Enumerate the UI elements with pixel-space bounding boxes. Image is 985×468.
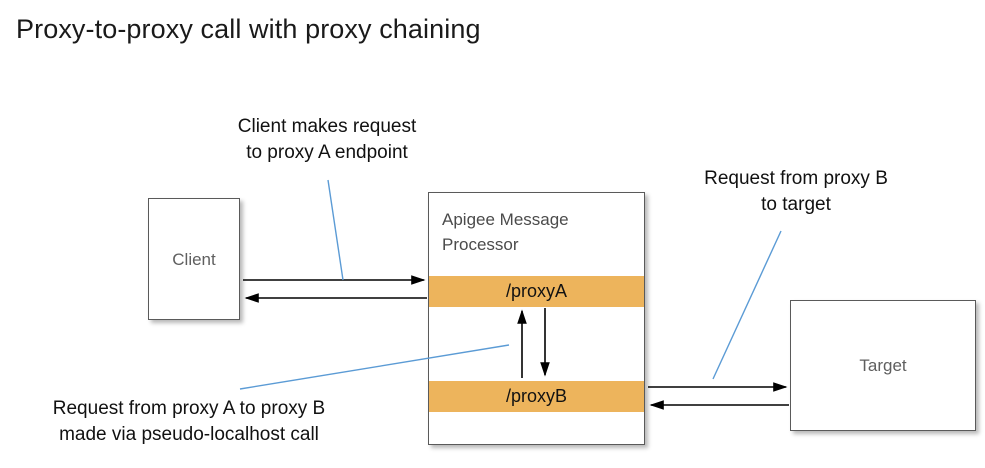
annotation-chaining-request-line-2: made via pseudo-localhost call <box>59 424 319 445</box>
node-message-processor[interactable]: Apigee Message Processor /proxyA /proxyB <box>428 192 645 445</box>
node-target-label: Target <box>859 356 907 375</box>
annotation-client-request-line-2: to proxy A endpoint <box>246 142 408 163</box>
annotation-chaining-request: Request from proxy A to proxy B made via… <box>8 396 370 448</box>
proxy-a-band[interactable]: /proxyA <box>429 276 644 307</box>
leader-line-client-request <box>327 179 344 281</box>
node-client[interactable]: Client <box>148 198 240 320</box>
node-client-label: Client <box>172 250 216 269</box>
node-target[interactable]: Target <box>790 300 976 431</box>
annotation-client-request: Client makes request to proxy A endpoint <box>203 114 451 166</box>
proxy-b-band[interactable]: /proxyB <box>429 381 644 412</box>
annotation-target-request-line-2: to target <box>761 194 831 215</box>
annotation-target-request: Request from proxy B to target <box>662 166 930 218</box>
leader-line-target-request <box>712 230 782 380</box>
mp-label-line-1: Apigee Message <box>442 210 569 229</box>
mp-label-line-2: Processor <box>442 235 519 254</box>
annotation-chaining-request-line-1: Request from proxy A to proxy B <box>52 398 326 419</box>
page-title: Proxy-to-proxy call with proxy chaining <box>16 14 481 44</box>
annotation-client-request-line-1: Client makes request <box>237 116 417 137</box>
annotation-target-request-line-1: Request from proxy B <box>704 168 888 189</box>
node-message-processor-label: Apigee Message Processor <box>442 207 622 257</box>
